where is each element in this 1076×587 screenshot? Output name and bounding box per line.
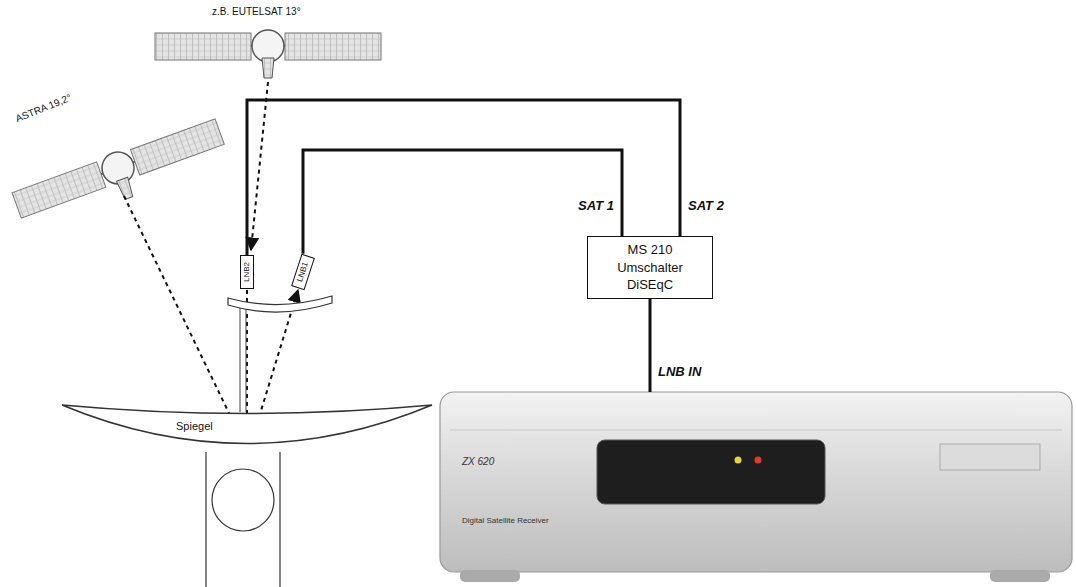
dish-assembly [228,296,332,412]
stand [206,452,280,587]
lnb: LNB1 [291,254,315,291]
lnb: LNB2 [240,255,254,289]
coax-cable [649,299,652,392]
part-label: Spiegel [176,420,213,432]
receiver-body [440,392,1072,582]
lnb-label: LNB2 [243,262,251,282]
coax-cable [247,100,680,255]
switch-box: MS 210 Umschalter DiSEqC [587,236,713,299]
satellite-eutelsat [155,30,381,78]
box-label: MS 210 Umschalter DiSEqC [594,241,706,294]
signal-path [124,82,298,440]
coax-cable [303,150,622,254]
receiver-label: ZX 620 [462,456,494,467]
satellite-label: ASTRA 19,2° [14,92,73,124]
mirror [62,405,432,444]
port-label: SAT 2 [686,198,726,213]
satellite-label: z.B. EUTELSAT 13° [212,6,301,17]
port-label: SAT 1 [576,198,616,213]
port-label: LNB IN [656,364,703,379]
lnb-label: LNB1 [296,261,310,283]
satellite-astra [11,116,230,235]
receiver-label: Digital Satellite Receiver [462,516,549,525]
receiver: ZX 620Digital Satellite Receiver [440,392,1072,572]
